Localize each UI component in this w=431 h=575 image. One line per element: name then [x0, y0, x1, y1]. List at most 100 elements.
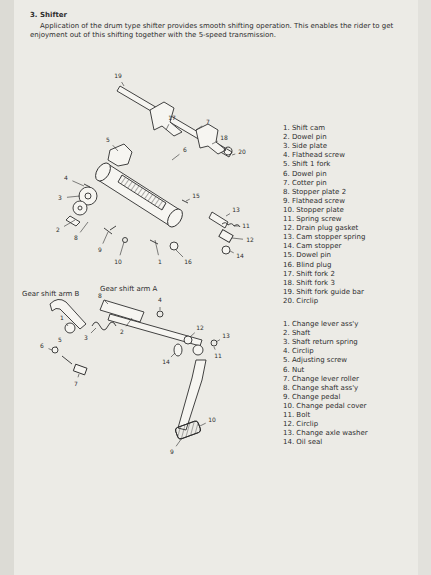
section-heading: 3. Shifter [30, 11, 67, 20]
leader-line [56, 346, 58, 348]
leader-line [216, 340, 220, 342]
leader-line [190, 333, 195, 337]
parts-list-item: 10. Change pedal cover [283, 402, 367, 411]
callout-number: 7 [73, 380, 79, 388]
parts-list-item: 1. Change lever ass'y [283, 320, 358, 329]
part-label: Gear shift arm A [100, 285, 157, 294]
callout-number: 6 [182, 146, 188, 154]
callout-number: 10 [113, 258, 123, 266]
leader-line [186, 199, 190, 201]
callout-number: 14 [161, 358, 171, 366]
callout-number: 4 [63, 174, 69, 182]
callout-number: 19 [113, 72, 123, 80]
leader-line [232, 238, 243, 239]
leader-line [78, 374, 80, 377]
leader-line [126, 318, 132, 326]
callout-number: 16 [183, 258, 193, 266]
leader-line [214, 347, 215, 350]
parts-list-item: 9. Change pedal [283, 393, 340, 402]
leader-line [176, 250, 183, 257]
parts-list-item: 3. Shaft return spring [283, 338, 358, 347]
leader-line [230, 251, 234, 253]
parts-list-item: 5. Shift 1 fork [283, 160, 330, 169]
leader-line [172, 154, 179, 160]
callout-number: 17 [167, 114, 177, 122]
parts-list-item: 18. Shift fork 3 [283, 279, 335, 288]
callout-number: 8 [73, 234, 79, 242]
callout-number: 20 [237, 148, 247, 156]
callout-number: 6 [39, 342, 45, 350]
leader-line [196, 126, 202, 130]
leader-line [232, 154, 235, 156]
description-text: Application of the drum type shifter pro… [30, 22, 418, 40]
leader-line [72, 181, 84, 186]
leader-line [91, 328, 96, 333]
leader-line [103, 232, 108, 244]
parts-list-item: 16. Blind plug [283, 261, 331, 270]
callout-number: 2 [119, 328, 125, 336]
callout-number: 11 [241, 222, 251, 230]
callout-number: 12 [195, 324, 205, 332]
page-edge [0, 0, 14, 575]
leader-line [176, 438, 182, 446]
gear-shift-linkage [50, 299, 217, 439]
callout-number: 1 [59, 314, 65, 322]
parts-list-item: 14. Oil seal [283, 438, 322, 447]
leader-line [155, 240, 158, 255]
parts-list-item: 6. Dowel pin [283, 170, 327, 179]
callout-number: 12 [245, 236, 255, 244]
parts-list-item: 19. Shift fork guide bar [283, 288, 364, 297]
parts-list-item: 4. Circlip [283, 347, 314, 356]
leader-line [113, 145, 118, 151]
callout-number: 3 [83, 334, 89, 342]
leader-line [171, 353, 175, 357]
leader-line [64, 220, 75, 226]
callout-number: 18 [219, 134, 229, 142]
parts-list-item: 2. Shaft [283, 329, 310, 338]
callout-number: 10 [207, 416, 217, 424]
callout-number: 5 [57, 336, 63, 344]
parts-list-item: 6. Nut [283, 366, 304, 375]
shift-drum-assembly [66, 86, 240, 254]
callout-number: 14 [235, 252, 245, 260]
callout-number: 13 [231, 206, 241, 214]
parts-list-item: 7. Change lever roller [283, 375, 359, 384]
callout-number: 1 [157, 258, 163, 266]
leader-line [105, 301, 108, 304]
parts-list-item: 15. Dowel pin [283, 251, 331, 260]
parts-list-item: 12. Drain plug gasket [283, 224, 358, 233]
leader-line [48, 349, 52, 350]
parts-list-item: 20. Circlip [283, 297, 318, 306]
leader-line [200, 423, 206, 426]
parts-list-item: 17. Shift fork 2 [283, 270, 335, 279]
leader-line [66, 324, 68, 326]
callout-number: 8 [97, 292, 103, 300]
parts-list-item: 9. Flathead screw [283, 197, 345, 206]
parts-list-item: 4. Flathead screw [283, 151, 345, 160]
parts-list-item: 11. Bolt [283, 411, 310, 420]
callout-number: 4 [157, 296, 163, 304]
leader-line [226, 214, 230, 216]
parts-list-item: 7. Cotter pin [283, 179, 327, 188]
callout-number: 9 [169, 448, 175, 456]
leader-line [80, 222, 88, 232]
callout-number: 7 [205, 118, 211, 126]
leader-line [234, 226, 239, 227]
part-label: Gear shift arm B [22, 290, 79, 299]
parts-list-item: 2. Dowel pin [283, 133, 327, 142]
callout-number: 5 [105, 136, 111, 144]
leader-lines [48, 82, 243, 446]
leader-line [166, 124, 169, 130]
leader-line [122, 82, 124, 86]
callout-number: 3 [57, 194, 63, 202]
leader-line [160, 307, 161, 310]
parts-list-item: 13. Change axle washer [283, 429, 368, 438]
leader-line [120, 242, 124, 255]
parts-list-item: 12. Circlip [283, 420, 318, 429]
callout-number: 11 [213, 352, 223, 360]
parts-list-item: 14. Cam stopper [283, 242, 341, 251]
parts-list-item: 13. Cam stopper spring [283, 233, 365, 242]
callout-number: 15 [191, 192, 201, 200]
